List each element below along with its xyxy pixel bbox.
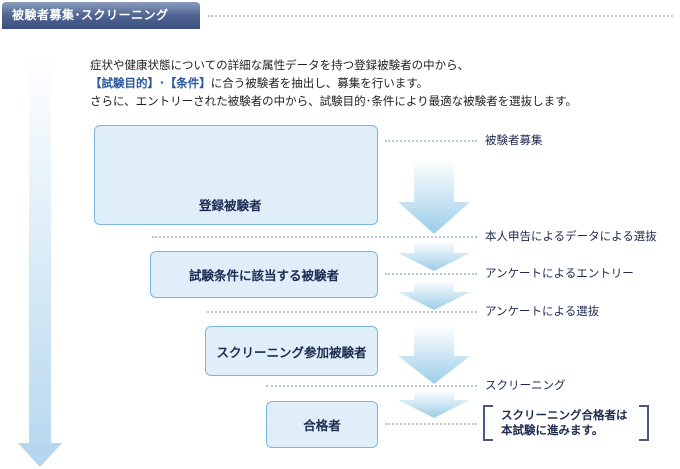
passed-note-line-2: 本試験に進みます。 bbox=[501, 423, 604, 437]
intro-line-3: さらに、エントリーされた被験者の中から、試験目的･条件により最適な被験者を選抜し… bbox=[90, 94, 578, 108]
flow-arrow-3 bbox=[398, 280, 470, 310]
header-dotted-line bbox=[208, 15, 673, 17]
dots-survey-entry bbox=[385, 273, 477, 275]
box-screening-participants: スクリーニング参加被験者 bbox=[205, 326, 378, 376]
flow-arrow-4 bbox=[398, 326, 470, 384]
stage-recruitment: 被験者募集 bbox=[485, 133, 543, 147]
intro-line-2-rest: に合う被験者を抽出し、募集を行います。 bbox=[210, 76, 429, 90]
progress-arrow-shaft bbox=[29, 54, 51, 446]
passed-note: スクリーニング合格者は 本試験に進みます。 bbox=[483, 405, 649, 441]
intro-line-1: 症状や健康状態についての詳細な属性データを持つ登録被験者の中から、 bbox=[90, 58, 470, 72]
box-registered-subjects: 登録被験者 bbox=[94, 125, 378, 225]
stage-screening: スクリーニング bbox=[485, 378, 566, 392]
box-screening-label: スクリーニング参加被験者 bbox=[216, 344, 367, 360]
highlight-condition: 【条件】 bbox=[164, 76, 211, 90]
dots-survey-selection bbox=[207, 311, 477, 313]
progress-arrow-head bbox=[18, 443, 62, 467]
section-title: 被験者募集･スクリーニング bbox=[12, 8, 169, 22]
bracket-right bbox=[639, 405, 649, 441]
highlight-purpose: 【試験目的】 bbox=[90, 76, 159, 90]
stage-survey-selection: アンケートによる選抜 bbox=[485, 304, 600, 318]
bracket-left bbox=[483, 405, 493, 441]
dots-passed bbox=[385, 423, 477, 425]
box-passed-label: 合格者 bbox=[303, 418, 341, 433]
stage-self-report-selection: 本人申告によるデータによる選抜 bbox=[485, 229, 657, 243]
box-matching-label: 試験条件に該当する被験者 bbox=[188, 268, 339, 283]
dots-recruitment bbox=[385, 140, 477, 142]
box-matching-subjects: 試験条件に該当する被験者 bbox=[150, 251, 378, 298]
intro-text: 症状や健康状態についての詳細な属性データを持つ登録被験者の中から、 【試験目的】… bbox=[90, 56, 670, 110]
dots-self-report bbox=[152, 236, 477, 238]
stage-survey-entry: アンケートによるエントリー bbox=[485, 266, 634, 280]
box-passed: 合格者 bbox=[266, 401, 378, 448]
dots-screening bbox=[266, 385, 477, 387]
intro-line-2: 【試験目的】･【条件】に合う被験者を抽出し、募集を行います。 bbox=[90, 74, 670, 92]
flow-arrow-1 bbox=[398, 160, 470, 234]
highlight-separator: ･ bbox=[159, 76, 165, 90]
passed-note-text: スクリーニング合格者は 本試験に進みます。 bbox=[501, 408, 628, 438]
passed-note-line-1: スクリーニング合格者は bbox=[501, 408, 628, 422]
flow-arrow-5 bbox=[398, 390, 470, 418]
section-tab: 被験者募集･スクリーニング bbox=[2, 2, 200, 29]
flow-arrow-2 bbox=[398, 241, 470, 271]
box-registered-label: 登録被験者 bbox=[199, 198, 262, 213]
